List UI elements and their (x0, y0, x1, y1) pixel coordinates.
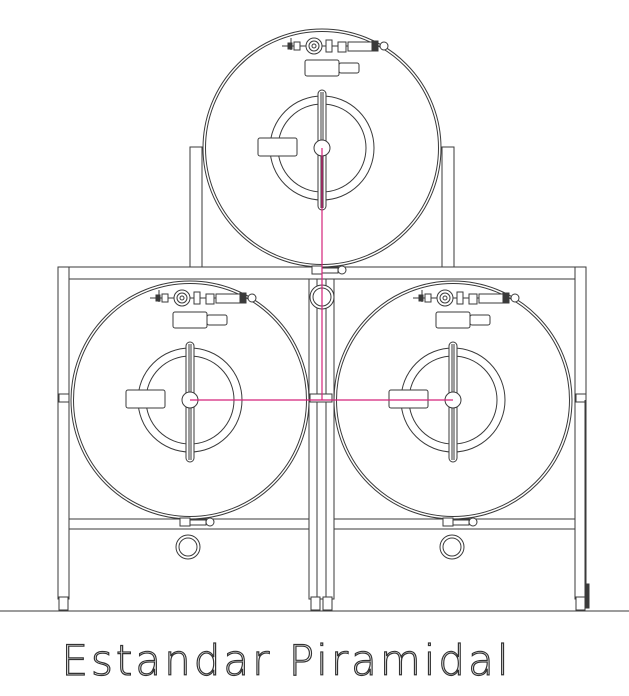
upper-support (190, 147, 454, 267)
tank-bottom-right (333, 280, 573, 527)
center-axes (190, 148, 453, 400)
drain-rings (176, 285, 464, 559)
drawing-caption: Estandar Piramidal (61, 635, 512, 685)
tank-bottom-left (70, 280, 310, 527)
main-frame (58, 267, 589, 610)
